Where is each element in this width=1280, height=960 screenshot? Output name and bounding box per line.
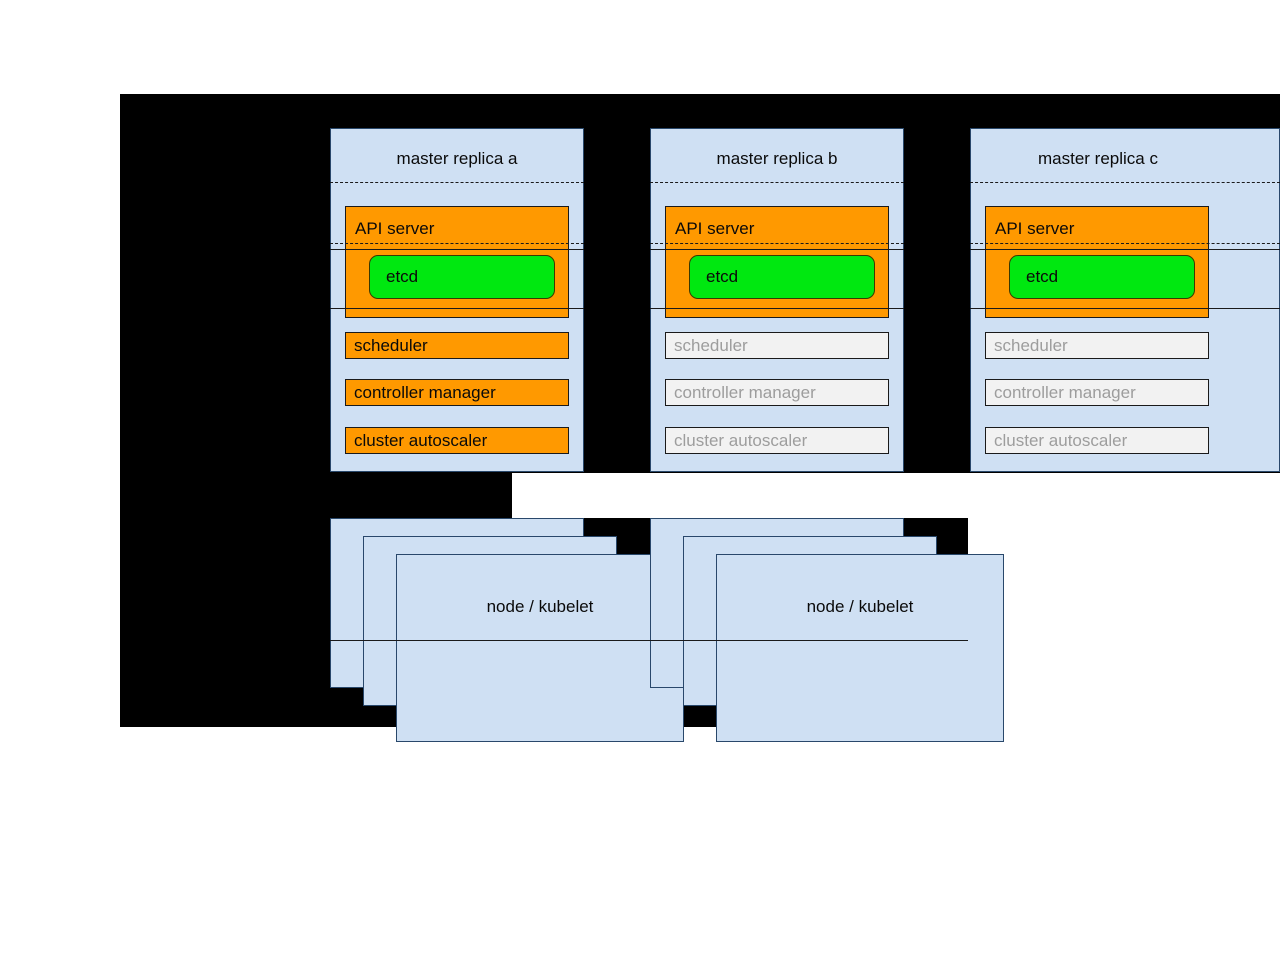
node-group-2-label: node / kubelet xyxy=(806,597,914,616)
master-replica-b-etcd-box[interactable]: etcd xyxy=(689,255,875,299)
master-replica-c-api-server-box[interactable]: API server etcd xyxy=(985,206,1209,318)
master-replica-c-controller-manager[interactable]: controller manager xyxy=(985,379,1209,406)
master-replica-a-controller-manager[interactable]: controller manager xyxy=(345,379,569,406)
master-replica-a-scheduler[interactable]: scheduler xyxy=(345,332,569,359)
master-replica-c-etcd-label: etcd xyxy=(1026,267,1059,286)
master-replica-a-panel[interactable]: master replica a API server etcd schedul… xyxy=(330,128,584,472)
master-replica-c-scheduler[interactable]: scheduler xyxy=(985,332,1209,359)
master-replica-b-title: master replica b xyxy=(716,149,838,168)
node-card-front[interactable]: node / kubelet xyxy=(716,554,1004,742)
master-replica-a-title: master replica a xyxy=(396,149,518,168)
master-replica-b-etcd-label: etcd xyxy=(706,267,739,286)
master-replica-b-cluster-autoscaler[interactable]: cluster autoscaler xyxy=(665,427,889,454)
node-card-front[interactable]: node / kubelet xyxy=(396,554,684,742)
master-replica-c-panel[interactable]: master replica c API server etcd schedul… xyxy=(970,128,1280,472)
master-replica-a-etcd-label: etcd xyxy=(386,267,419,286)
master-replica-a-api-server-label: API server xyxy=(355,219,435,238)
master-replica-b-api-server-label: API server xyxy=(675,219,755,238)
master-replica-b-controller-manager[interactable]: controller manager xyxy=(665,379,889,406)
master-replica-c-title: master replica c xyxy=(1038,149,1158,168)
master-replica-c-api-server-label: API server xyxy=(995,219,1075,238)
master-replica-a-cluster-autoscaler[interactable]: cluster autoscaler xyxy=(345,427,569,454)
master-replica-a-etcd-box[interactable]: etcd xyxy=(369,255,555,299)
master-replica-c-etcd-box[interactable]: etcd xyxy=(1009,255,1195,299)
node-group-1-label: node / kubelet xyxy=(486,597,594,616)
master-replica-c-cluster-autoscaler[interactable]: cluster autoscaler xyxy=(985,427,1209,454)
master-replica-a-api-server-box[interactable]: API server etcd xyxy=(345,206,569,318)
master-replica-b-api-server-box[interactable]: API server etcd xyxy=(665,206,889,318)
master-replica-b-panel[interactable]: master replica b API server etcd schedul… xyxy=(650,128,904,472)
master-replica-b-scheduler[interactable]: scheduler xyxy=(665,332,889,359)
